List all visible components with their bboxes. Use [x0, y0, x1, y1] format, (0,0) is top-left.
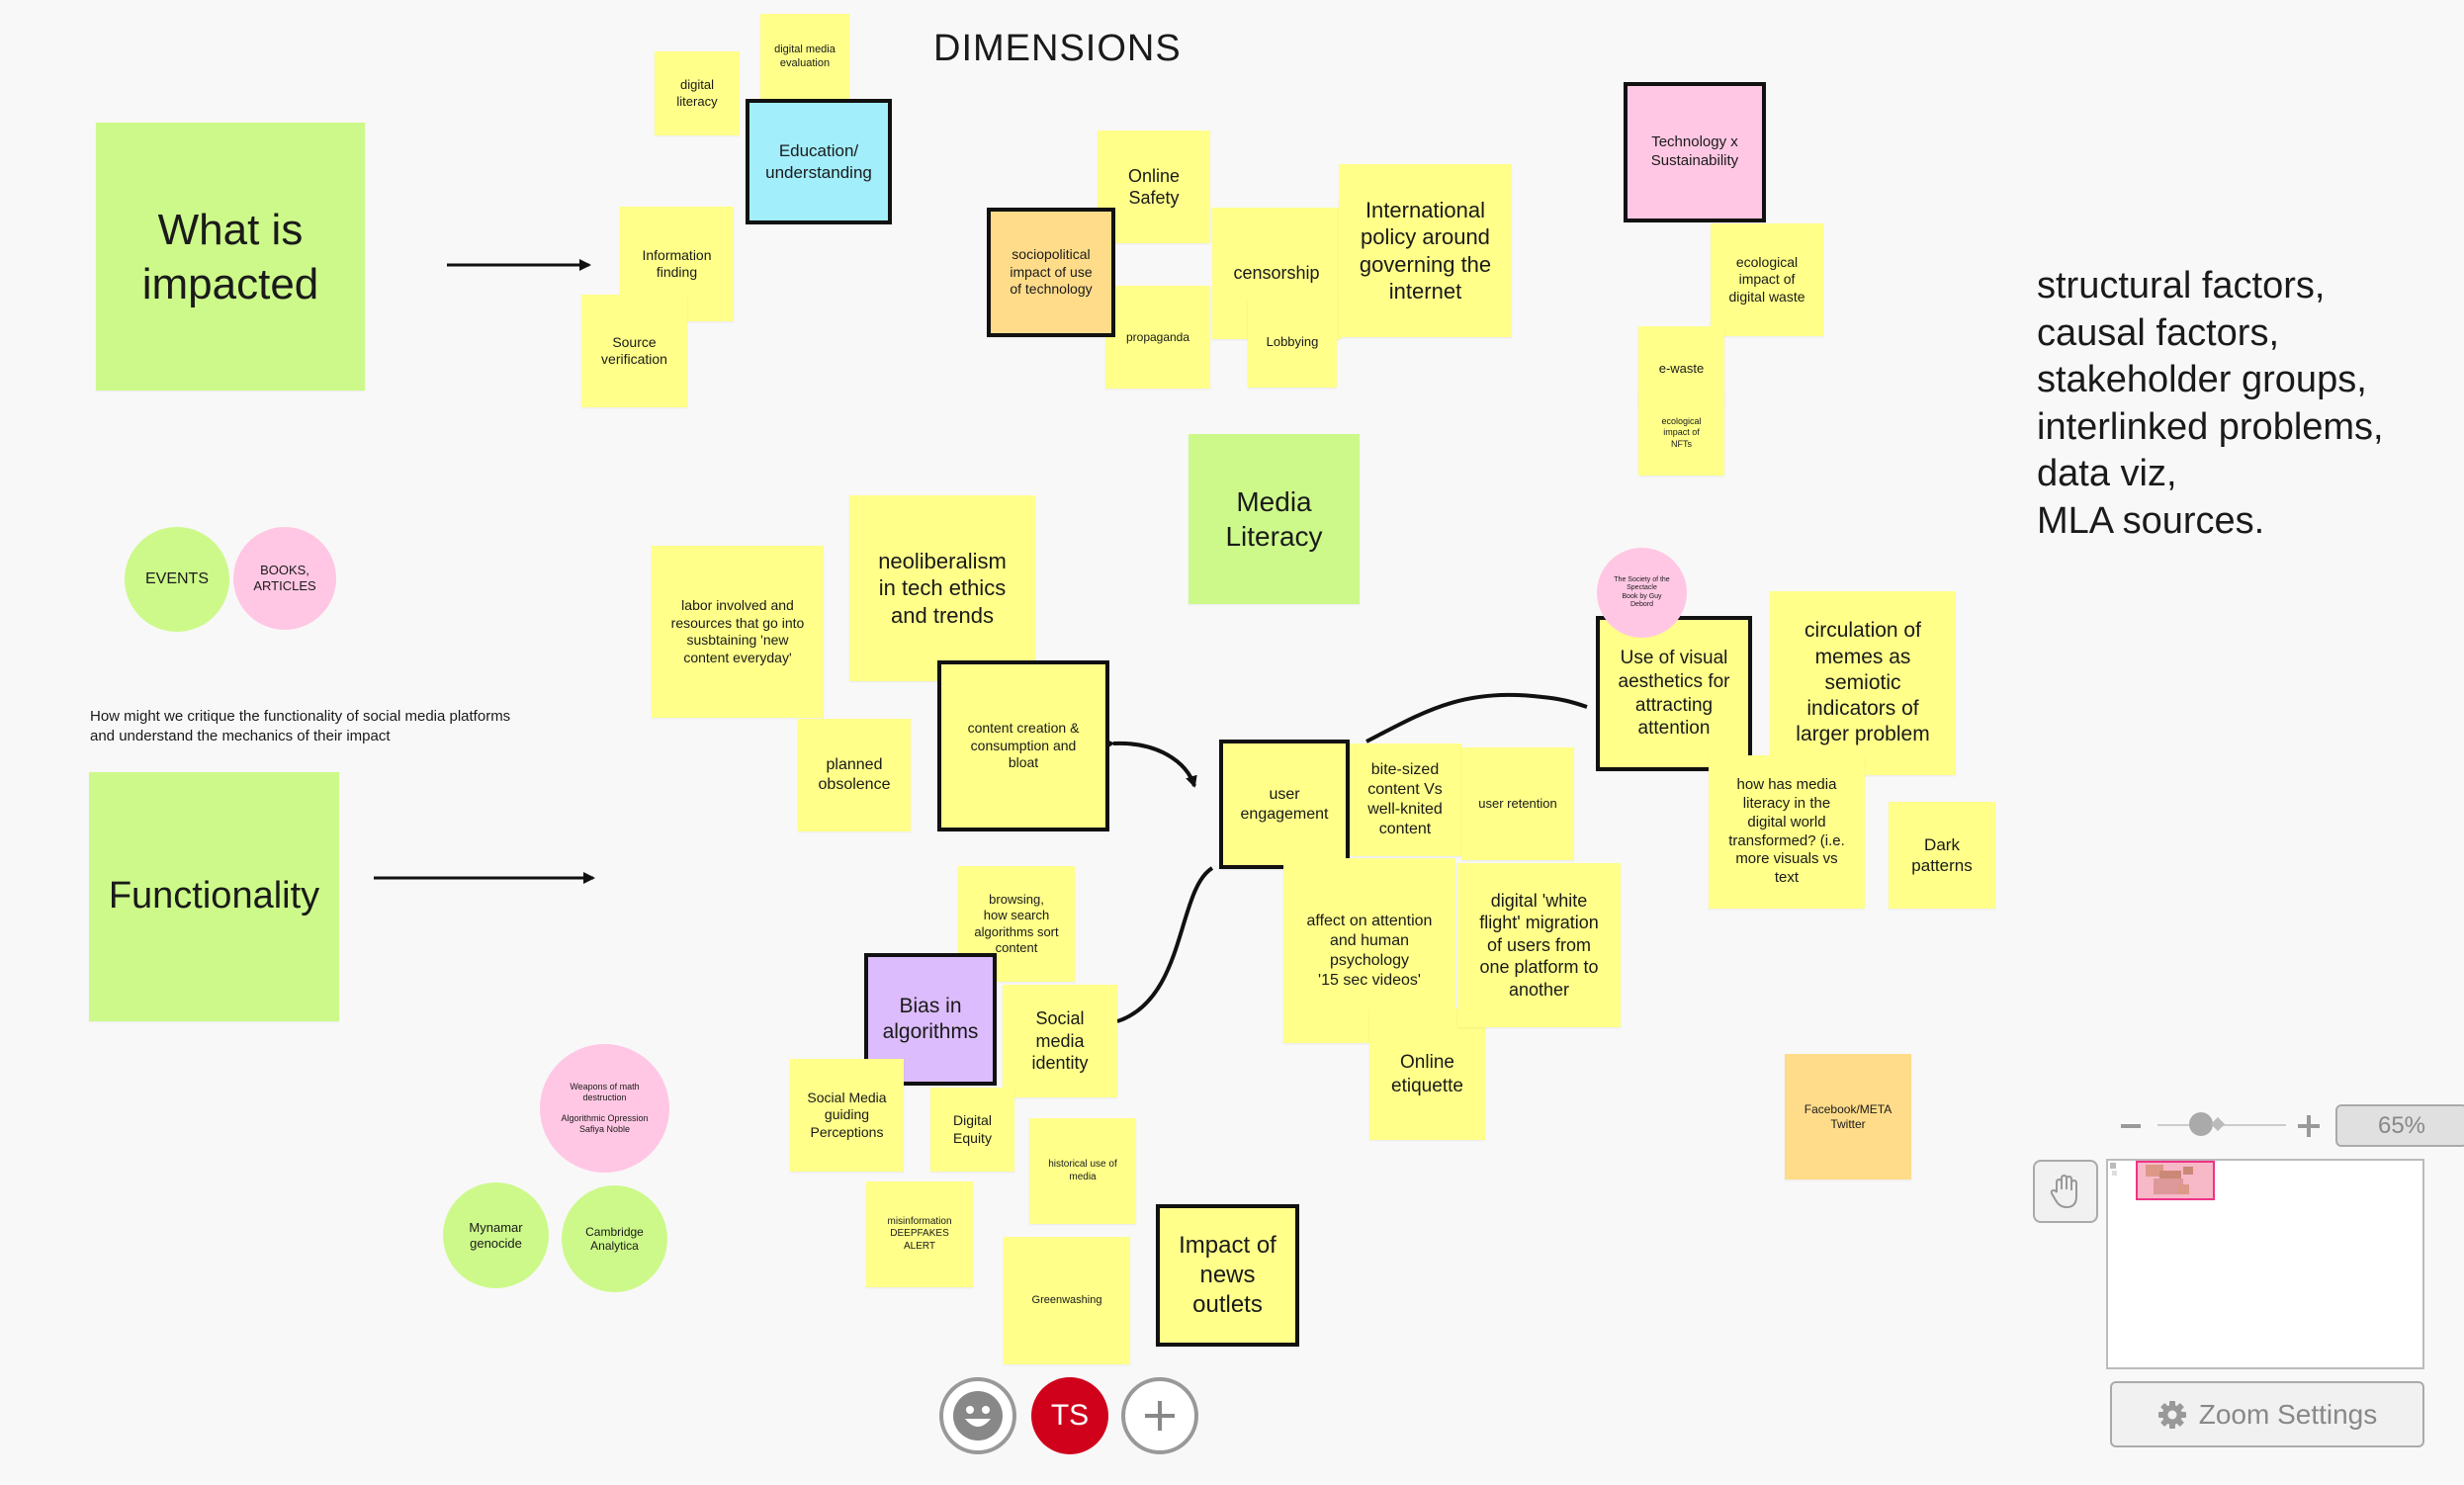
zoom-level-display[interactable]: 65% — [2335, 1104, 2464, 1147]
header-functionality[interactable]: Functionality — [89, 772, 339, 1021]
note-social-media-identity[interactable]: Social media identity — [1003, 985, 1117, 1097]
note-education-understanding[interactable]: Education/ understanding — [746, 99, 892, 224]
note-white-flight[interactable]: digital 'white flight' migration of user… — [1457, 863, 1621, 1027]
note-digital-literacy[interactable]: digital literacy — [655, 51, 740, 135]
note-facebook-twitter[interactable]: Facebook/META Twitter — [1785, 1054, 1911, 1179]
zoom-settings-button[interactable]: Zoom Settings — [2110, 1381, 2424, 1447]
note-impact-of-news-outlets[interactable]: Impact of news outlets — [1156, 1204, 1299, 1347]
circle-weapons-of-math[interactable]: Weapons of math destruction Algorithmic … — [540, 1044, 669, 1173]
note-visual-aesthetics[interactable]: Use of visual aesthetics for attracting … — [1596, 616, 1752, 771]
note-ecological-digital-waste[interactable]: ecological impact of digital waste — [1711, 223, 1823, 336]
note-technology-sustainability[interactable]: Technology x Sustainability — [1624, 82, 1766, 222]
zoom-slider-handle[interactable] — [2189, 1112, 2213, 1136]
note-bite-sized-content[interactable]: bite-sized content Vs well-knited conten… — [1349, 743, 1461, 856]
note-memes-circulation[interactable]: circulation of memes as semiotic indicat… — [1770, 591, 1956, 775]
note-content-creation[interactable]: content creation & consumption and bloat — [937, 660, 1109, 831]
note-ecological-nfts[interactable]: ecological impact of NFTs — [1638, 391, 1724, 476]
note-sociopolitical-impact[interactable]: sociopolitical impact of use of technolo… — [987, 208, 1115, 337]
minus-icon — [2121, 1124, 2141, 1128]
note-social-media-guiding[interactable]: Social Media guiding Perceptions — [790, 1059, 904, 1172]
zoom-out-button[interactable] — [2116, 1111, 2146, 1141]
smiley-icon — [953, 1391, 1003, 1441]
note-labor-resources[interactable]: labor involved and resources that go int… — [652, 546, 824, 718]
emoji-reaction-button[interactable] — [939, 1377, 1016, 1454]
gear-icon — [2157, 1400, 2186, 1429]
note-planned-obsolence[interactable]: planned obsolence — [798, 719, 911, 831]
engagement-aesthetics-curve — [1365, 692, 1588, 743]
plus-icon — [2298, 1115, 2320, 1137]
content-engagement-arrow — [1102, 738, 1197, 788]
note-online-safety[interactable]: Online Safety — [1098, 131, 1210, 243]
note-source-verification[interactable]: Source verification — [581, 295, 687, 407]
note-dark-patterns[interactable]: Dark patterns — [1889, 802, 1995, 909]
note-propaganda[interactable]: propaganda — [1105, 286, 1210, 389]
note-greenwashing[interactable]: Greenwashing — [1004, 1237, 1130, 1364]
board-title: DIMENSIONS — [933, 28, 1182, 69]
user-avatar[interactable]: TS — [1031, 1377, 1108, 1454]
minimap-content-thumbnail — [2110, 1163, 2193, 1194]
circle-society-of-the-spectacle[interactable]: The Society of the Spectacle Book by Guy… — [1597, 548, 1687, 638]
note-user-engagement[interactable]: user engagement — [1219, 740, 1350, 869]
hand-icon — [2050, 1174, 2077, 1209]
note-international-policy[interactable]: International policy around governing th… — [1339, 164, 1512, 337]
note-digital-media-evaluation[interactable]: digital media evaluation — [760, 14, 849, 101]
circle-myanmar-genocide[interactable]: Mynamar genocide — [443, 1182, 549, 1288]
header-media-literacy[interactable]: Media Literacy — [1188, 434, 1360, 604]
zoom-settings-label: Zoom Settings — [2198, 1398, 2378, 1430]
note-historical-use-of-media[interactable]: historical use of media — [1029, 1118, 1136, 1224]
legend-books-articles[interactable]: BOOKS, ARTICLES — [233, 527, 336, 630]
note-neoliberalism[interactable]: neoliberalism in tech ethics and trends — [849, 495, 1035, 681]
add-button[interactable] — [1121, 1377, 1198, 1454]
identity-engagement-curve — [1116, 866, 1214, 1023]
note-digital-equity[interactable]: Digital Equity — [930, 1088, 1014, 1172]
pan-hand-button[interactable] — [2033, 1160, 2098, 1223]
note-online-etiquette[interactable]: Online etiquette — [1369, 1008, 1485, 1140]
plus-icon — [1145, 1401, 1175, 1431]
minimap[interactable] — [2106, 1159, 2424, 1369]
note-media-literacy-transformed[interactable]: how has media literacy in the digital wo… — [1709, 755, 1865, 909]
zoom-default-marker-icon — [2210, 1116, 2226, 1132]
guiding-question: How might we critique the functionality … — [90, 708, 511, 744]
legend-events[interactable]: EVENTS — [125, 527, 229, 632]
side-notes-text: structural factors, causal factors, stak… — [2037, 265, 2384, 542]
note-user-retention[interactable]: user retention — [1461, 747, 1574, 860]
circle-cambridge-analytica[interactable]: Cambridge Analytica — [562, 1185, 667, 1292]
header-what-is-impacted[interactable]: What is impacted — [96, 123, 365, 391]
zoom-in-button[interactable] — [2294, 1111, 2324, 1141]
note-lobbying[interactable]: Lobbying — [1248, 297, 1337, 388]
note-misinformation[interactable]: misinformation DEEPFAKES ALERT — [866, 1181, 973, 1287]
